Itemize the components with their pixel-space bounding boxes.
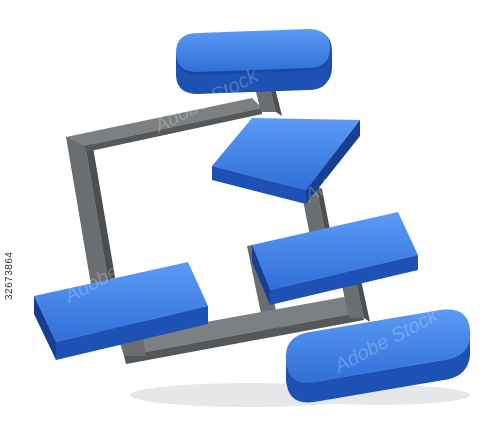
process-right-block <box>252 212 418 305</box>
connector-top-horizontal-edge <box>84 108 262 152</box>
connector-bottom-horizontal-edge <box>124 312 364 364</box>
connector-right-vertical-side <box>355 276 370 322</box>
process-left-block <box>34 262 208 360</box>
connector-bottom-horizontal <box>118 295 362 356</box>
end-terminator <box>285 309 471 403</box>
connector-decision-down-side <box>316 185 332 240</box>
start-terminator <box>176 29 332 94</box>
stock-id: 32673864 <box>4 251 15 301</box>
decision-diamond <box>212 118 360 204</box>
connector-top-horizontal <box>66 98 262 146</box>
